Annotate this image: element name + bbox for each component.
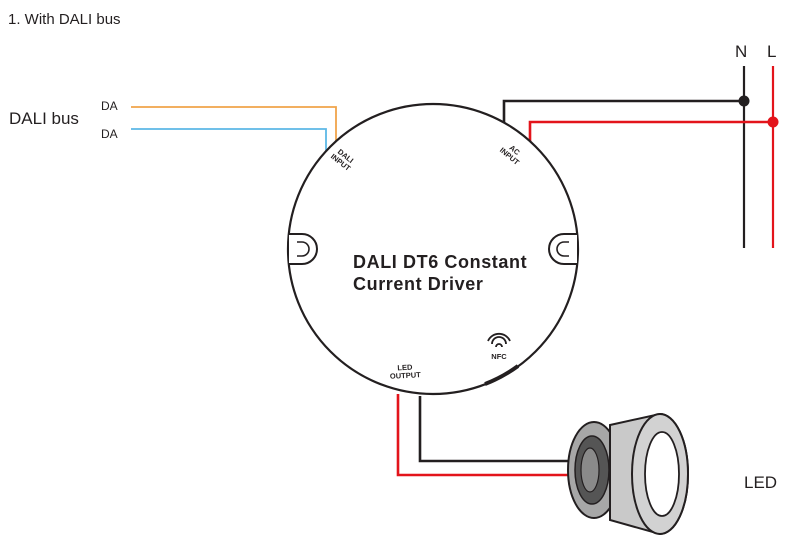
- driver-title-line-1: DALI DT6 Constant: [353, 252, 527, 272]
- led-output-port-label: LED OUTPUT: [390, 363, 422, 381]
- dali-line-1-label: DA: [101, 99, 118, 113]
- live-junction-dot: [767, 116, 779, 128]
- dali-line-2-label: DA: [101, 127, 118, 141]
- driver-title-line-2: Current Driver: [353, 274, 483, 294]
- led-output-red-wire: [396, 394, 574, 477]
- led-output-text-2: OUTPUT: [390, 370, 422, 381]
- neutral-junction-dot: [738, 95, 750, 107]
- dali-bus-label: DALI bus: [9, 109, 79, 128]
- nfc-icon: [487, 332, 511, 348]
- led-output-black-wire: [418, 396, 574, 463]
- led-label: LED: [744, 473, 777, 492]
- ac-live-wire: [528, 120, 773, 143]
- led-output-text-1: LED: [397, 363, 413, 373]
- neutral-label: N: [735, 42, 747, 61]
- diagram-heading: 1. With DALI bus: [8, 11, 121, 28]
- dali-wire-2: [131, 128, 327, 160]
- led-lamp-icon: [567, 412, 689, 536]
- dali-wire-1: [131, 106, 337, 148]
- live-label: L: [767, 42, 776, 61]
- driver-body: [286, 102, 580, 396]
- nfc-label: NFC: [491, 352, 507, 361]
- ac-neutral-wire: [502, 99, 744, 133]
